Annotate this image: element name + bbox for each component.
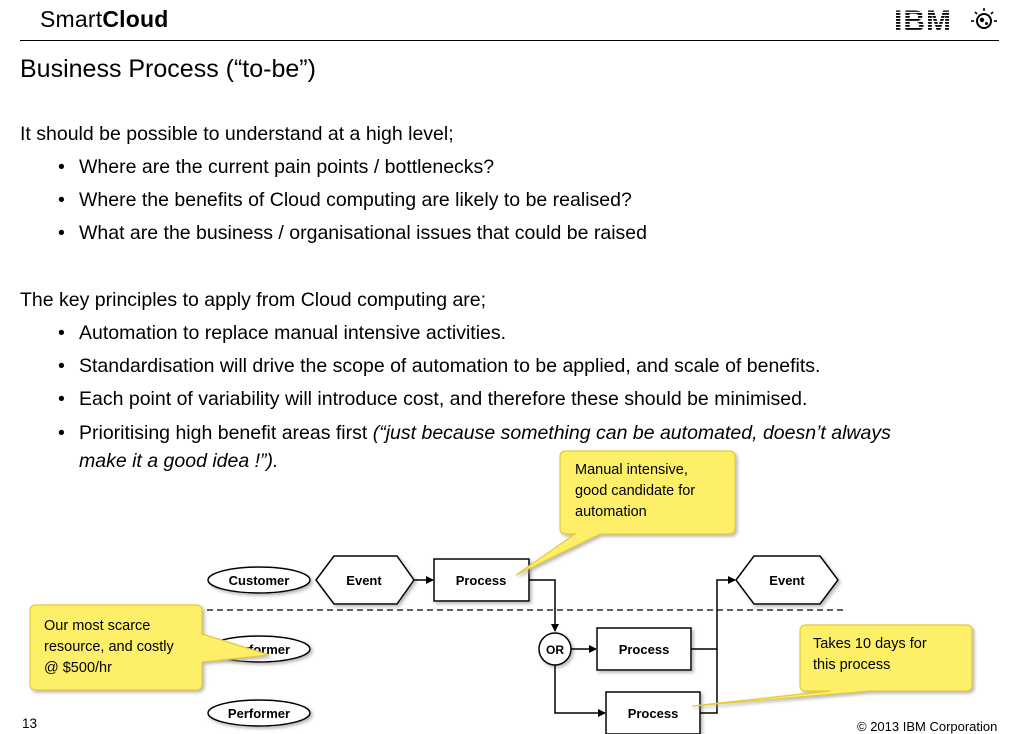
bullet-text: Standardisation will drive the scope of … bbox=[79, 355, 821, 377]
bullet-text: What are the business / organisational i… bbox=[79, 222, 647, 244]
or-gateway-label: OR bbox=[546, 643, 564, 657]
brand-light-text: Smart bbox=[40, 6, 103, 32]
bullet-dot: • bbox=[58, 156, 65, 178]
callout-line: good candidate for bbox=[575, 483, 696, 499]
callout-line: this process bbox=[813, 657, 891, 673]
ibm-logo-text: IBM bbox=[894, 5, 952, 38]
slide-header: SmartCloud IBM bbox=[0, 0, 1024, 44]
bullet-dot: • bbox=[58, 222, 65, 244]
smartcloud-logo: SmartCloud bbox=[40, 6, 169, 33]
bullet-text: Automation to replace manual intensive a… bbox=[79, 322, 507, 344]
bullet-dot: • bbox=[58, 388, 65, 410]
event-left bbox=[315, 555, 415, 605]
process-top-label: Process bbox=[456, 573, 507, 588]
event-right bbox=[735, 555, 839, 605]
process-mid-label: Process bbox=[619, 642, 670, 657]
process-top bbox=[433, 558, 530, 602]
callout-manual-text: Manual intensive, good candidate for aut… bbox=[575, 460, 695, 523]
bullet-dot: • bbox=[58, 422, 65, 444]
callout-manual bbox=[515, 450, 736, 576]
callout-line: @ $500/hr bbox=[44, 660, 112, 676]
bullet-text-italic-cont: make it a good idea !”). bbox=[79, 450, 279, 472]
callout-line: Takes 10 days for bbox=[813, 636, 927, 652]
bullet-text: Prioritising high benefit areas first (“… bbox=[79, 422, 891, 445]
intro-key-principles: The key principles to apply from Cloud c… bbox=[20, 289, 487, 311]
callout-days-text: Takes 10 days for this process bbox=[813, 634, 927, 676]
process-mid bbox=[596, 627, 692, 671]
callout-scarce bbox=[29, 604, 270, 691]
bullet-text-italic: (“just because something can be automate… bbox=[372, 422, 891, 444]
slide-title: Business Process (“to-be”) bbox=[20, 55, 316, 83]
bullet-dot: • bbox=[58, 189, 65, 211]
copyright: © 2013 IBM Corporation bbox=[857, 719, 998, 734]
bullet-dot: • bbox=[58, 322, 65, 344]
callout-line: resource, and costly bbox=[44, 639, 174, 655]
bullet-text: Each point of variability will introduce… bbox=[79, 388, 808, 410]
process-bottom-label: Process bbox=[628, 706, 679, 721]
flow-arrow bbox=[529, 579, 559, 632]
callout-days bbox=[691, 624, 973, 707]
role-customer-label: Customer bbox=[229, 573, 290, 588]
callout-line: Our most scarce bbox=[44, 618, 151, 634]
event-right-label: Event bbox=[769, 573, 805, 588]
bullet-text: Where the benefits of Cloud computing ar… bbox=[79, 189, 632, 211]
process-bottom bbox=[605, 691, 701, 734]
callout-scarce-text: Our most scarce resource, and costly @ $… bbox=[44, 616, 174, 679]
brand-bold-text: Cloud bbox=[102, 6, 169, 32]
ibm-logo: IBM bbox=[894, 5, 997, 38]
role-customer bbox=[207, 566, 311, 594]
callout-line: Manual intensive, bbox=[575, 462, 688, 478]
header-divider bbox=[20, 40, 999, 41]
flow-arrow bbox=[554, 665, 606, 717]
callout-line: automation bbox=[575, 504, 647, 520]
event-left-label: Event bbox=[346, 573, 382, 588]
flow-arrow bbox=[700, 576, 736, 714]
role-performer-2-label: Performer bbox=[228, 706, 290, 721]
bullet-dot: • bbox=[58, 355, 65, 377]
bullet-text: Where are the current pain points / bott… bbox=[79, 156, 495, 178]
role-performer-2 bbox=[207, 699, 311, 727]
page-number: 13 bbox=[22, 716, 38, 731]
globe-icon bbox=[971, 8, 997, 29]
intro-high-level: It should be possible to understand at a… bbox=[20, 123, 454, 145]
bullet-text-normal: Prioritising high benefit areas first bbox=[79, 422, 373, 444]
